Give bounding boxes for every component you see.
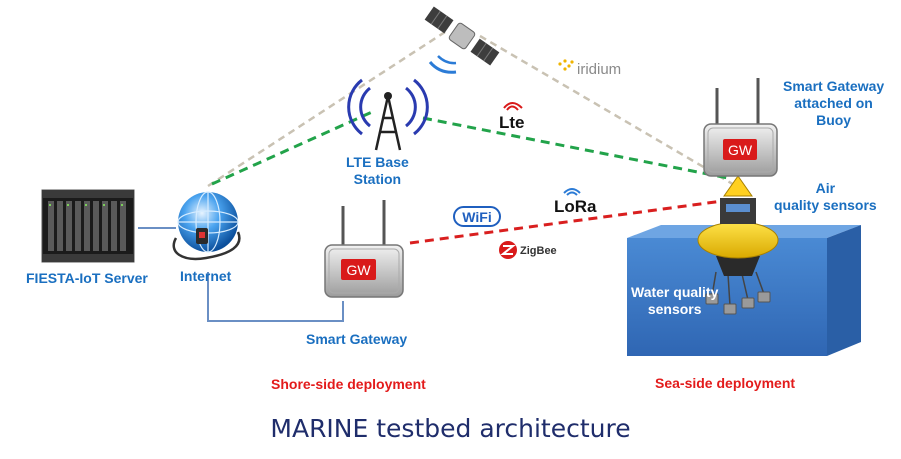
sea-deployment-label: Sea-side deployment	[655, 375, 796, 391]
wired-link-internet-gateway	[207, 272, 344, 322]
globe-icon	[172, 191, 241, 261]
server-label: FIESTA-IoT Server	[26, 270, 148, 286]
iridium-logo: iridium	[558, 59, 621, 78]
svg-text:Lte: Lte	[499, 113, 525, 132]
svg-text:ZigBee: ZigBee	[520, 245, 557, 257]
lora-logo: LoRa	[554, 188, 597, 216]
lte-logo: Lte	[499, 102, 525, 132]
buoy-icon	[697, 175, 779, 315]
air-quality-label: Air quality sensors	[774, 180, 877, 213]
zigbee-logo: ZigBee	[499, 241, 557, 259]
svg-text:iridium: iridium	[577, 61, 621, 78]
wifi-logo: WiFi	[453, 206, 501, 227]
shore-deployment-label: Shore-side deployment	[271, 376, 426, 392]
water-quality-label: Water quality sensors	[631, 284, 719, 317]
buoy-gateway-icon: GW	[703, 78, 778, 177]
satellite-link-internet	[207, 30, 446, 188]
svg-text:WiFi: WiFi	[462, 209, 491, 225]
satellite-icon	[424, 6, 500, 74]
satellite-link-buoy	[479, 34, 737, 188]
lte-link-buoy	[422, 116, 729, 180]
smart-gateway-label: Smart Gateway	[306, 331, 408, 347]
gateway-badge: GW	[346, 262, 371, 278]
smart-gateway-buoy-label: Smart Gateway attached on Buoy	[783, 78, 885, 128]
server-rack-icon	[41, 189, 135, 263]
internet-label: Internet	[180, 268, 232, 284]
svg-text:LoRa: LoRa	[554, 197, 597, 216]
gateway-icon: GW	[324, 200, 404, 298]
radio-tower-icon	[347, 78, 429, 151]
sea-volume	[627, 225, 861, 356]
lte-base-station-label: LTE Base Station	[346, 154, 409, 187]
buoy-gateway-badge: GW	[728, 142, 753, 158]
figure-caption: MARINE testbed architecture	[270, 414, 631, 443]
radio-link-gateways	[409, 198, 731, 245]
